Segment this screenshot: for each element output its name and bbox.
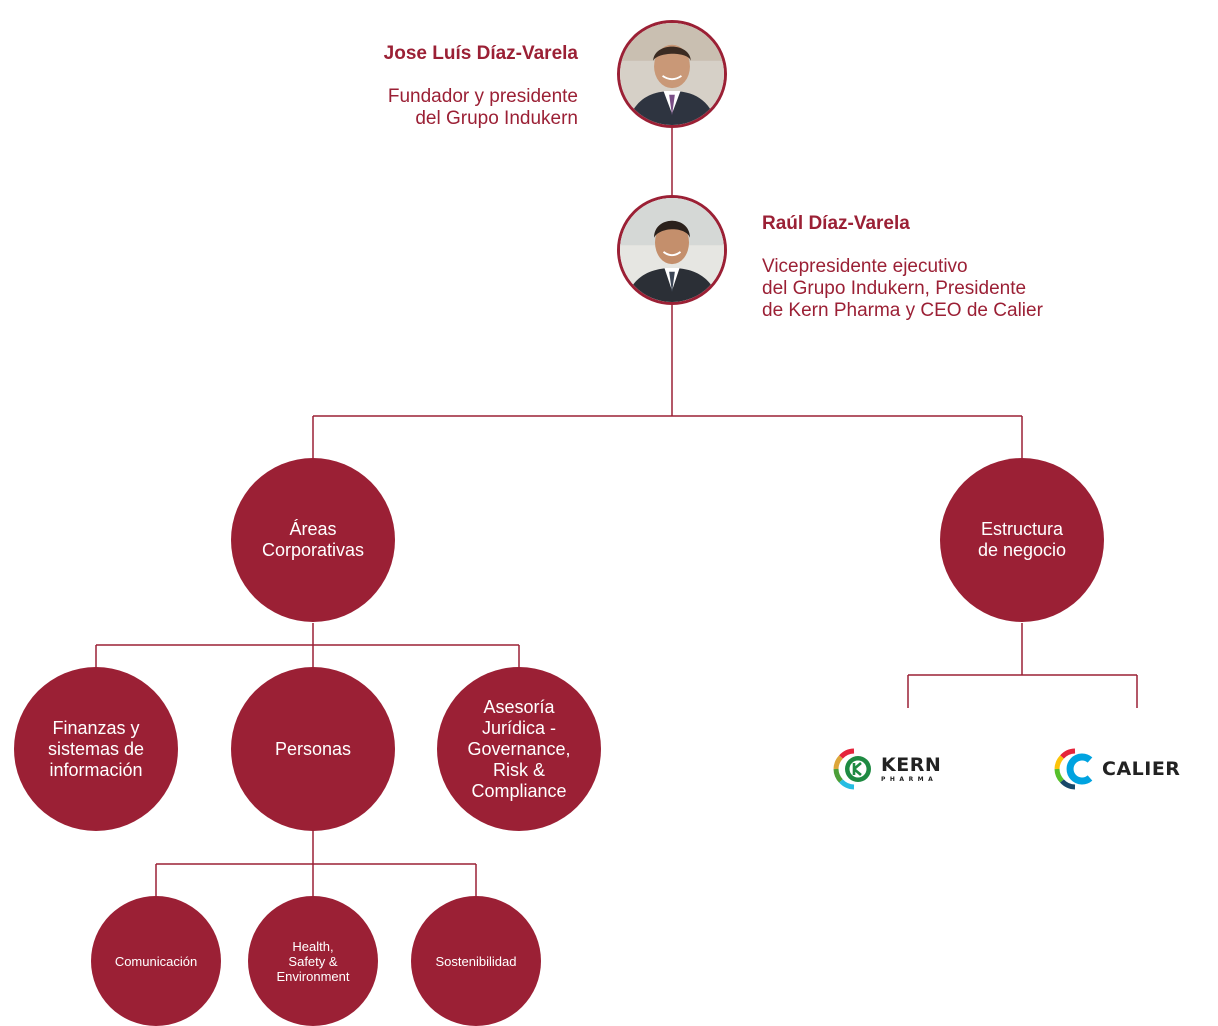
calier-logo: CALIER bbox=[1054, 748, 1180, 790]
node-estructura-negocio: Estructura de negocio bbox=[940, 458, 1104, 622]
founder-role: Fundador y presidente del Grupo Indukern bbox=[387, 86, 578, 129]
node-asesoria: Asesoría Jurídica - Governance, Risk & C… bbox=[437, 667, 601, 831]
calier-logo-icon bbox=[1054, 748, 1093, 790]
founder-photo bbox=[617, 20, 727, 128]
vice-president-role: Vicepresidente ejecutivo del Grupo Induk… bbox=[762, 256, 1043, 321]
founder-name: Jose Luís Díaz-Varela bbox=[383, 43, 578, 64]
kern-pharma-logo-icon bbox=[833, 748, 871, 790]
node-areas-corporativas: Áreas Corporativas bbox=[231, 458, 395, 622]
node-personas: Personas bbox=[231, 667, 395, 831]
founder-portrait-image bbox=[620, 23, 724, 125]
node-comunicacion: Comunicación bbox=[91, 896, 221, 1026]
kern-brand-name: KERN bbox=[881, 753, 942, 776]
kern-pharma-logo: KERN PHARMA bbox=[833, 748, 941, 790]
calier-brand-name: CALIER bbox=[1102, 757, 1181, 780]
kern-brand-subtitle: PHARMA bbox=[881, 775, 938, 783]
vice-president-name: Raúl Díaz-Varela bbox=[762, 213, 910, 234]
node-finanzas: Finanzas y sistemas de información bbox=[14, 667, 178, 831]
vice-president-portrait-image bbox=[620, 198, 724, 302]
vice-president-photo bbox=[617, 195, 727, 305]
node-health-safety-environment: Health, Safety & Environment bbox=[248, 896, 378, 1026]
node-sostenibilidad: Sostenibilidad bbox=[411, 896, 541, 1026]
